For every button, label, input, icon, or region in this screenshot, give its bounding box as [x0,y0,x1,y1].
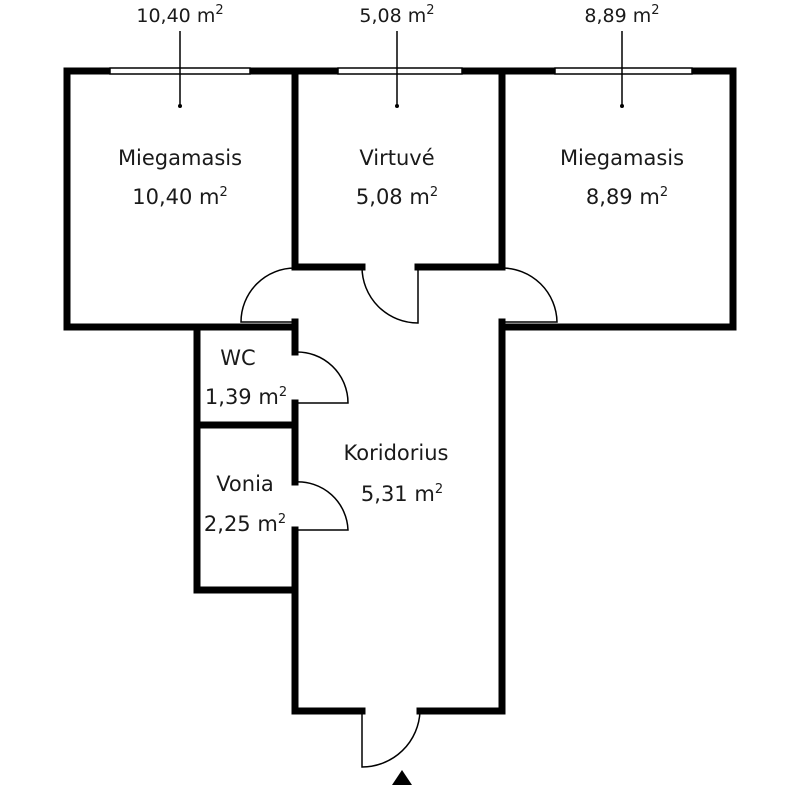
area-value: 10,40 [132,185,193,209]
room-name-corridor: Koridorius [343,441,449,465]
room-name-bedroom1: Miegamasis [117,146,243,170]
door-bedroom2[interactable] [501,267,558,323]
area-value: 8,89 [585,185,633,209]
walls [63,67,737,715]
room-name-kitchen: Virtuvé [359,146,435,170]
room-area-bathroom: 2,25 m2 [203,512,287,536]
window-kitchen [337,67,463,75]
room-name-wc: WC [220,346,256,370]
window-area-bedroom1: 10,40 m2 [136,3,224,27]
area-value: 8,89 [584,5,627,27]
area-leaders [179,31,623,105]
room-area-wc: 1,39 m2 [204,385,288,409]
leader-dot-bedroom1 [178,104,182,108]
area-value: 5,08 [359,5,402,27]
area-value: 2,25 [203,512,251,536]
area-value: 5,08 [355,185,403,209]
door-wc[interactable] [294,351,349,404]
leader-dot-kitchen [395,104,399,108]
window-bedroom2 [554,67,693,75]
windows [109,67,693,75]
door-bedroom1[interactable] [240,267,296,323]
window-area-bedroom2: 8,89 m2 [584,3,660,27]
room-area-bedroom2: 8,89 m2 [585,185,669,209]
area-value: 1,39 [204,385,252,409]
door-entrance[interactable] [361,710,421,768]
area-value: 10,40 [136,5,191,27]
doors [240,266,558,768]
door-kitchen[interactable] [361,266,419,324]
leader-dot-bedroom2 [620,104,624,108]
room-area-corridor: 5,31 m2 [360,482,444,506]
entrance-arrow-icon [392,770,412,785]
room-name-bathroom: Vonia [216,472,274,496]
window-area-kitchen: 5,08 m2 [359,3,435,27]
room-name-bedroom2: Miegamasis [559,146,685,170]
area-value: 5,31 [360,482,408,506]
door-bathroom[interactable] [294,481,349,531]
room-area-bedroom1: 10,40 m2 [132,185,228,209]
room-area-kitchen: 5,08 m2 [355,185,439,209]
